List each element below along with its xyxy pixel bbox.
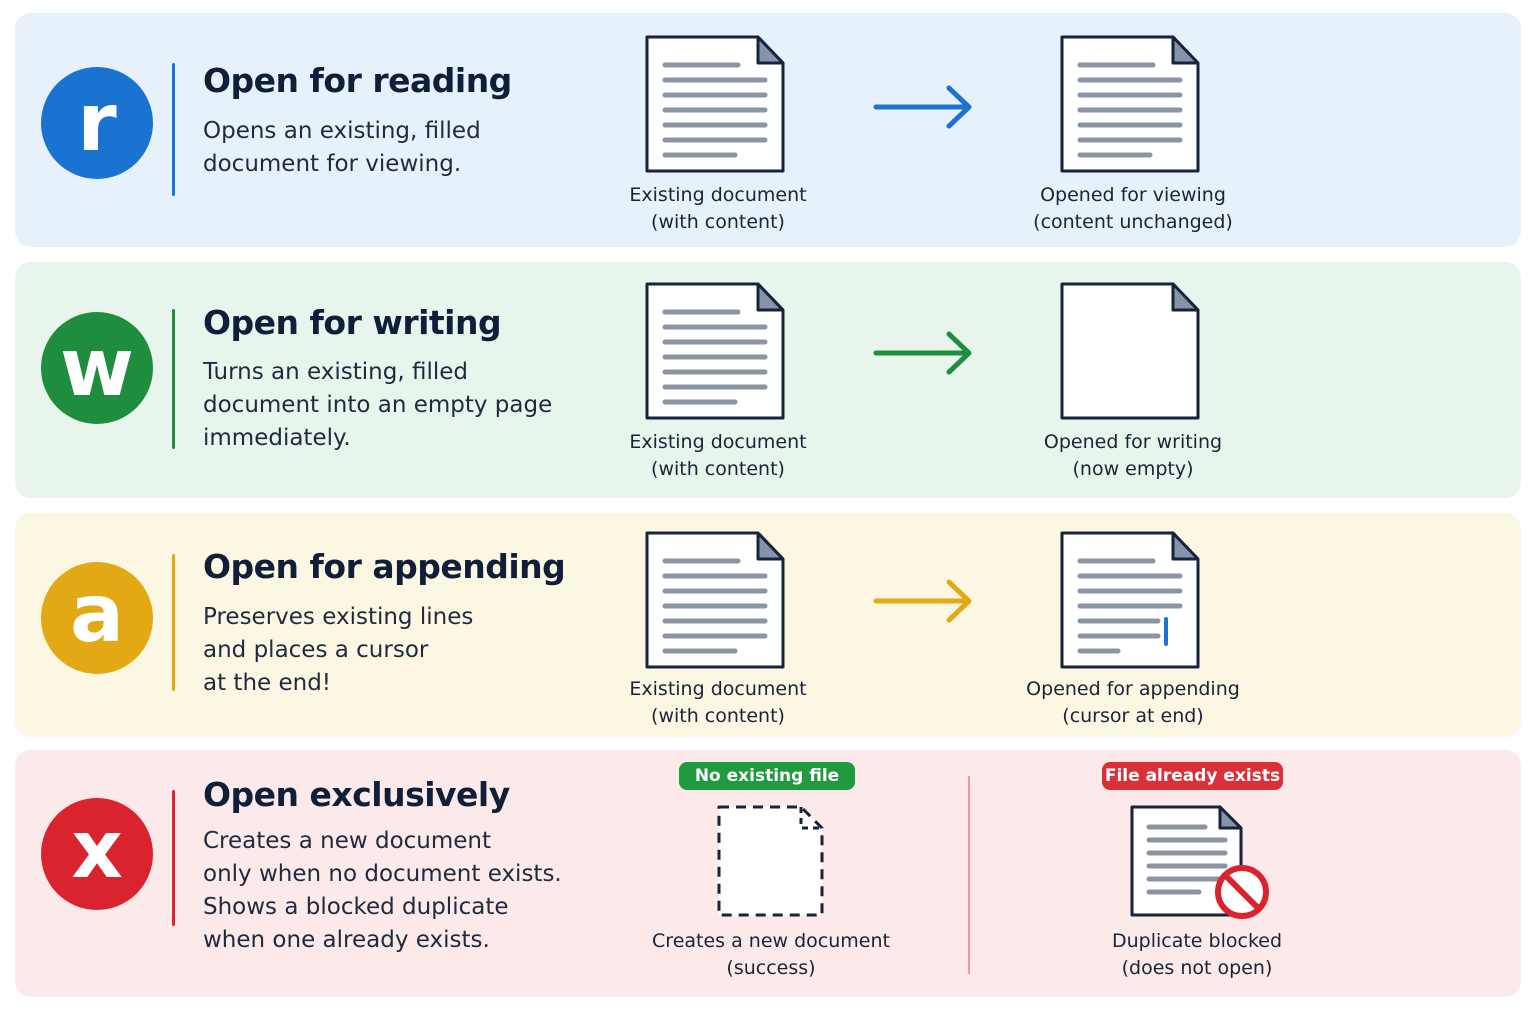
exclusive-desc-line: Shows a blocked duplicate <box>203 894 509 920</box>
read-left-caption: Existing document (with content) <box>568 182 868 236</box>
mode-row-append: a Open for appending Preserves existing … <box>15 513 1521 737</box>
caption-line: Existing document <box>629 431 807 453</box>
new-dashed-document-icon <box>717 805 824 917</box>
caption-line: Opened for writing <box>1043 431 1223 453</box>
right-arrow-icon <box>873 579 972 623</box>
exclusive-mode-title: Open exclusively <box>203 775 510 814</box>
caption-line: (with content) <box>651 705 785 727</box>
read-mode-description: Opens an existing, filled document for v… <box>203 115 481 181</box>
write-mode-letter: w <box>60 321 134 414</box>
append-desc-line: Preserves existing lines <box>203 604 474 630</box>
opened-for-viewing-document-icon <box>1060 35 1200 173</box>
read-mode-letter: r <box>77 76 117 169</box>
exclusive-mode-letter: x <box>71 803 123 896</box>
caption-line: (does not open) <box>1121 957 1273 979</box>
append-mode-title: Open for appending <box>203 547 566 586</box>
write-desc-line: immediately. <box>203 425 351 451</box>
append-desc-line: at the end! <box>203 670 332 696</box>
exclusive-mode-description: Creates a new document only when no docu… <box>203 825 562 957</box>
prohibited-icon <box>1215 865 1269 919</box>
mode-row-read: r Open for reading Opens an existing, fi… <box>15 13 1521 247</box>
exclusive-divider-bar <box>172 790 175 926</box>
write-mode-title: Open for writing <box>203 303 502 342</box>
existing-document-icon <box>645 282 785 420</box>
read-desc-line: document for viewing. <box>203 151 462 177</box>
read-divider-bar <box>172 63 175 196</box>
caption-line: Duplicate blocked <box>1111 930 1283 952</box>
append-left-caption: Existing document (with content) <box>568 676 868 730</box>
caption-line: (with content) <box>651 458 785 480</box>
exclusive-left-caption: Creates a new document (success) <box>621 928 921 982</box>
caption-line: Existing document <box>629 184 807 206</box>
append-mode-description: Preserves existing lines and places a cu… <box>203 601 473 700</box>
write-left-caption: Existing document (with content) <box>568 429 868 483</box>
existing-document-icon <box>645 35 785 173</box>
write-mode-badge: w <box>41 312 153 424</box>
caption-line: Creates a new document <box>652 930 890 952</box>
append-mode-badge: a <box>41 562 153 674</box>
read-desc-line: Opens an existing, filled <box>203 118 481 144</box>
append-desc-line: and places a cursor <box>203 637 429 663</box>
exclusive-desc-line: Creates a new document <box>203 828 492 854</box>
read-mode-badge: r <box>41 67 153 179</box>
write-divider-bar <box>172 309 175 449</box>
caption-line: (content unchanged) <box>1033 211 1233 233</box>
vertical-divider <box>968 776 970 974</box>
caption-line: (cursor at end) <box>1062 705 1204 727</box>
file-already-exists-pill: File already exists <box>1102 762 1283 790</box>
exclusive-mode-badge: x <box>41 798 153 910</box>
read-mode-title: Open for reading <box>203 61 512 100</box>
right-arrow-icon <box>873 331 972 375</box>
empty-document-icon <box>1060 282 1200 420</box>
read-right-caption: Opened for viewing (content unchanged) <box>983 182 1283 236</box>
exclusive-desc-line: only when no document exists. <box>203 861 562 887</box>
append-right-caption: Opened for appending (cursor at end) <box>983 676 1283 730</box>
mode-row-exclusive: x Open exclusively Creates a new documen… <box>15 750 1521 997</box>
append-mode-letter: a <box>70 567 124 660</box>
append-divider-bar <box>172 554 175 691</box>
caption-line: (success) <box>726 957 816 979</box>
blocked-duplicate-document-icon <box>1130 805 1269 919</box>
caption-line: Existing document <box>629 678 807 700</box>
mode-row-write: w Open for writing Turns an existing, fi… <box>15 262 1521 498</box>
right-arrow-icon <box>873 85 972 129</box>
exclusive-right-caption: Duplicate blocked (does not open) <box>1047 928 1347 982</box>
caption-line: (with content) <box>651 211 785 233</box>
write-desc-line: Turns an existing, filled <box>203 359 468 385</box>
caption-line: Opened for appending <box>1026 678 1240 700</box>
existing-document-icon <box>645 531 785 669</box>
write-right-caption: Opened for writing (now empty) <box>983 429 1283 483</box>
exclusive-desc-line: when one already exists. <box>203 927 490 953</box>
caption-line: (now empty) <box>1072 458 1194 480</box>
caption-line: Opened for viewing <box>1040 184 1226 206</box>
write-desc-line: document into an empty page <box>203 392 553 418</box>
no-existing-file-pill: No existing file <box>679 762 855 790</box>
appending-document-with-cursor-icon <box>1060 531 1200 669</box>
write-mode-description: Turns an existing, filled document into … <box>203 356 552 455</box>
